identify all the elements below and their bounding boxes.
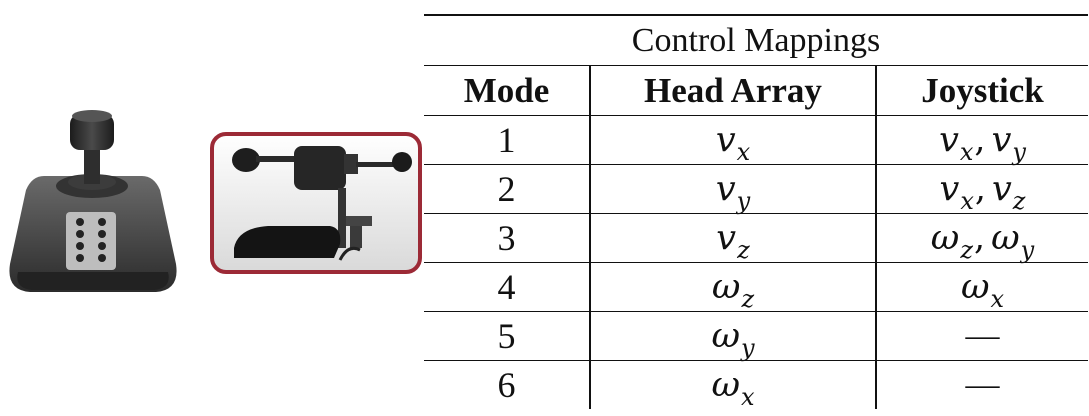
header-mode: Mode [424,65,590,116]
joystick-cell: — [874,360,1089,409]
math-symbol: ω [991,218,1020,258]
table-row: 6 ωx — [424,360,1089,411]
mode-cell: 2 [424,164,590,214]
math-subscript: x [959,138,974,166]
joystick-cell: ωx [874,262,1089,313]
head-array-cell: ωy [589,311,876,362]
mode-cell: 3 [424,213,590,263]
head-array-math: ωy [711,316,754,362]
math-subscript: x [741,383,755,411]
table-caption: Control Mappings [424,14,1089,66]
joystick-math: vx,vz [939,169,1026,215]
math-symbol: ω [930,218,960,258]
table-caption-row: Control Mappings [424,14,1089,66]
math-subscript: z [741,285,755,313]
math-symbol: v [715,120,736,160]
math-subscript: z [960,236,973,264]
joystick-controller-icon [9,110,177,292]
joystick-math: ωz,ωy [930,218,1035,264]
mode-cell: 5 [424,311,590,361]
joystick-dash: — [965,366,1000,403]
math-symbol: ω [711,267,741,307]
math-symbol: v [939,120,959,160]
header-head-array: Head Array [589,65,876,116]
mode-cell: 1 [424,115,590,165]
header-joystick: Joystick [874,65,1089,116]
head-array-math: vx [715,120,750,166]
math-subscript: x [960,187,974,215]
head-array-cell: ωz [589,262,876,313]
control-mappings-table: Control Mappings Mode Head Array Joystic… [424,14,1089,411]
head-array-cell: vz [589,213,876,264]
math-subscript: x [736,138,751,166]
head-array-photo [210,132,422,274]
head-array-math: vz [716,218,749,264]
joystick-cell: — [874,311,1089,361]
math-subscript: y [736,187,751,215]
head-array-cell: ωx [589,360,876,411]
joystick-dash: — [965,317,1000,354]
math-subscript: y [1020,236,1035,264]
math-subscript: x [990,285,1005,313]
joystick-cell: ωz,ωy [874,213,1089,264]
head-array-cell: vy [589,164,876,215]
head-array-math: vy [715,169,750,215]
head-array-math: ωx [711,365,754,411]
table-row: 5 ωy — [424,311,1089,362]
math-symbol: ω [960,267,990,307]
joystick-math: vx,vy [939,120,1026,166]
math-symbol: ω [711,365,740,405]
joystick-cell: vx,vz [874,164,1089,215]
math-symbol: v [939,169,960,209]
mode-cell: 4 [424,262,590,312]
math-symbol: ω [711,316,740,356]
math-subscript: y [1012,138,1026,166]
math-symbol: v [992,169,1012,209]
math-symbol: v [991,120,1012,160]
math-subscript: z [1012,187,1026,215]
mode-cell: 6 [497,365,516,405]
head-array-math: ωz [711,267,754,313]
head-array-cell: vx [589,115,876,166]
math-subscript: z [737,236,750,264]
joystick-math: ωx [960,267,1004,313]
joystick-cell: vx,vy [874,115,1089,166]
math-subscript: y [740,334,755,362]
math-symbol: v [715,169,736,209]
table-header-row: Mode Head Array Joystick [424,65,1089,116]
math-symbol: v [716,218,737,258]
